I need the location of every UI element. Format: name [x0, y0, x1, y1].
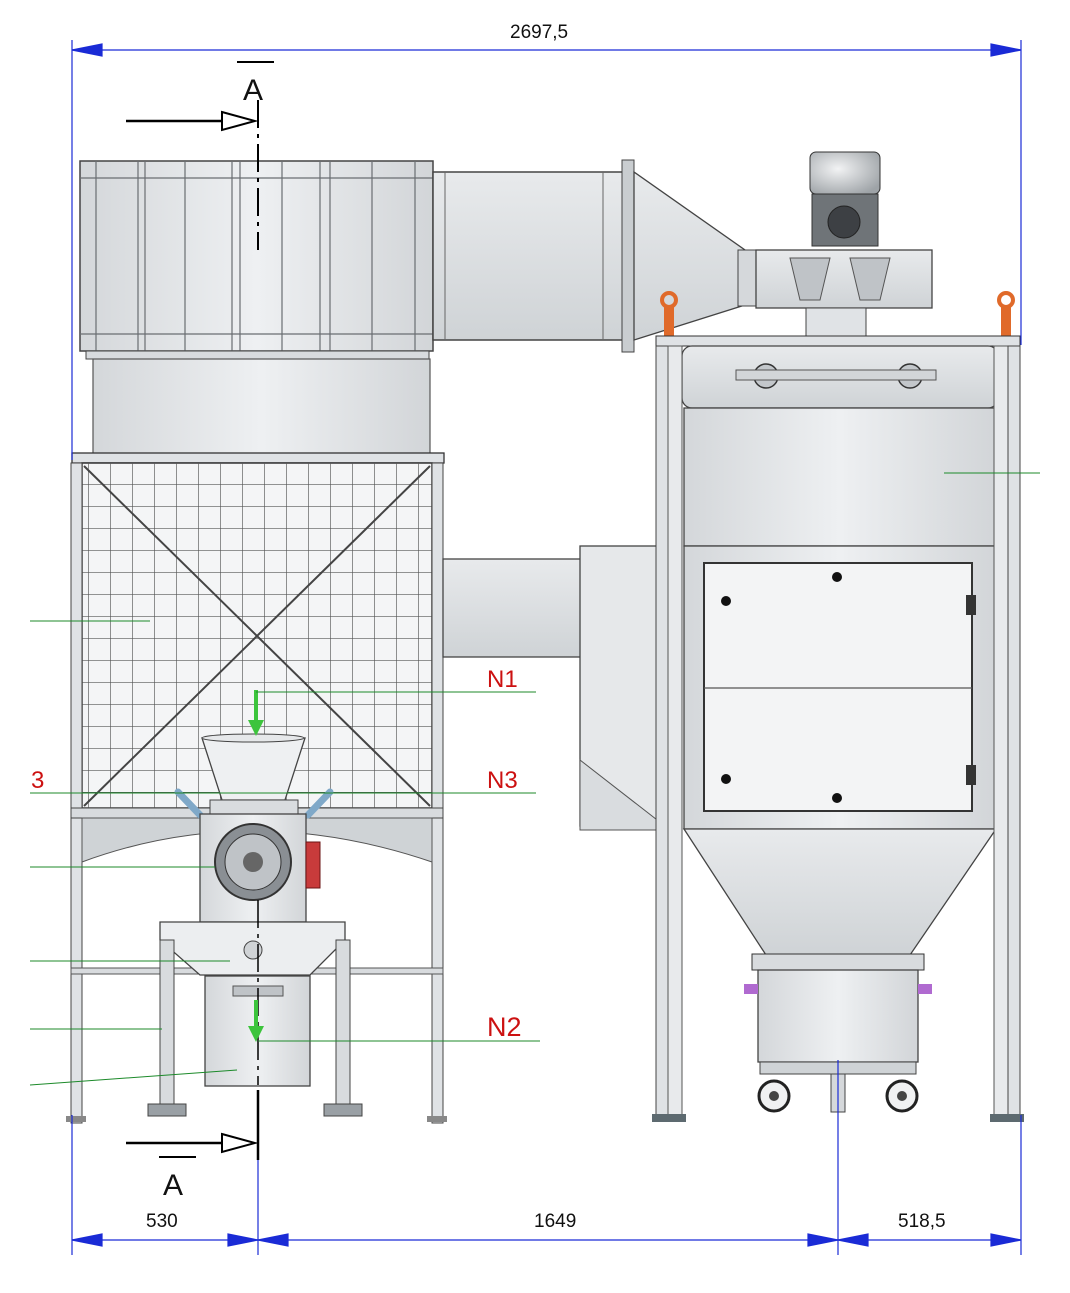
cabinet-leg-right-outer: [1007, 345, 1021, 1117]
section-label-top: A: [243, 74, 263, 107]
duct-stiffeners: [80, 161, 433, 351]
dimension-lines: [71, 40, 1022, 1255]
transition-shell: [92, 358, 431, 455]
drum-lid: [751, 953, 925, 971]
side-label-3: 3: [31, 767, 44, 794]
dimension-left-segment: 530: [146, 1211, 178, 1232]
drum-bin: [757, 969, 919, 1063]
cabinet-leg-left-inner: [667, 345, 683, 1117]
drive-box: [305, 841, 321, 889]
upper-duct-housing: [79, 160, 434, 352]
lifting-eye-icon: [997, 291, 1015, 336]
flow-arrow-icon: [248, 690, 264, 736]
cabinet-leg-left-outer: [655, 345, 669, 1117]
caster-wheel-icon: [757, 1079, 791, 1113]
left-unit: [66, 159, 759, 1124]
dimension-right-segment: 518,5: [898, 1211, 946, 1232]
filter-top-plate: [71, 452, 445, 464]
hood-leg-left: [159, 939, 175, 1109]
hood-leg-right: [335, 939, 351, 1109]
lifting-eye-icon: [660, 291, 678, 336]
top-connecting-duct: [432, 171, 629, 341]
section-label-bottom: A: [163, 1169, 183, 1202]
dimension-middle-segment: 1649: [534, 1211, 576, 1232]
nozzle-pipe-left: [174, 788, 204, 819]
door-clamp-icon: [721, 572, 976, 803]
motor-body: [809, 151, 881, 195]
middle-connecting-duct: [442, 545, 672, 831]
duct-flange: [621, 159, 635, 353]
dimension-overall-width: 2697,5: [510, 22, 568, 43]
duct-reducer: [633, 170, 746, 341]
right-unit: [652, 151, 1024, 1122]
fan-housing: [755, 249, 933, 309]
flow-arrow-icon: [248, 1000, 264, 1042]
nozzle-pipe-right: [304, 788, 334, 819]
discharge-cone: [682, 828, 998, 956]
caster-wheel-icon: [885, 1079, 919, 1113]
section-arrow-icon: [126, 1132, 259, 1154]
upper-plenum: [683, 407, 997, 547]
section-cut-line: [159, 61, 274, 1160]
nozzle-label-n3: N3: [487, 767, 518, 794]
nozzle-label-n1: N1: [487, 666, 518, 693]
duct-bottom-flange: [85, 350, 430, 360]
cabinet-door: [703, 562, 973, 812]
cabinet-top-plate: [655, 335, 1021, 347]
nozzle-label-n2: N2: [487, 1012, 522, 1042]
section-arrow-icon: [126, 110, 259, 132]
leader-bin: [29, 1069, 238, 1086]
cabinet-leg-right-inner: [993, 345, 1009, 1117]
leader-lines: [29, 472, 1040, 1086]
